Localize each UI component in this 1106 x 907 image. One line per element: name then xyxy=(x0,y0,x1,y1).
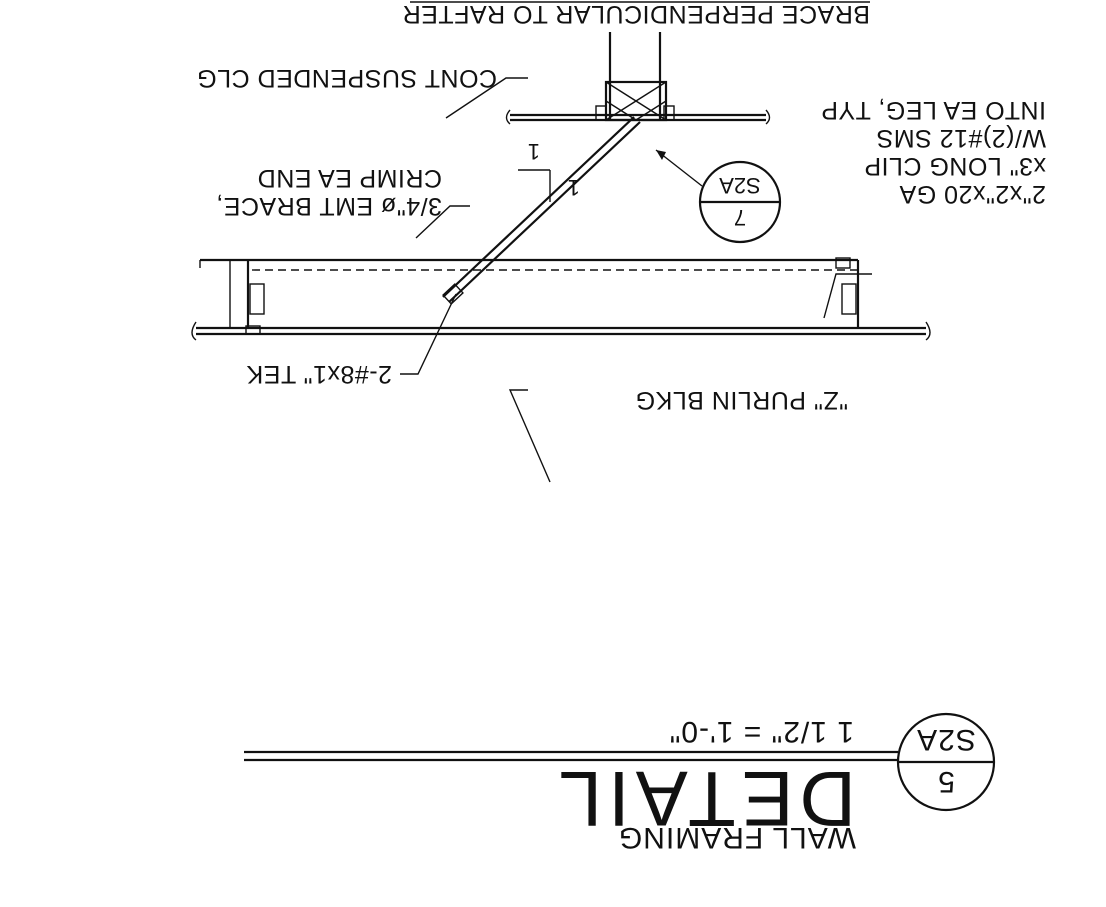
slope-indicator: 1 1 xyxy=(518,139,580,202)
callout-arrowhead xyxy=(656,150,666,160)
screws-leader xyxy=(400,293,457,375)
ceiling-leader xyxy=(445,77,528,119)
screws-label: 2-#8x1" TEK xyxy=(246,360,392,388)
rafter-block-x2 xyxy=(605,81,667,121)
title-wall-framing: WALL FRAMING xyxy=(618,821,856,854)
break-mark-left xyxy=(925,321,931,341)
ceiling-label: CONT SUSPENDED CLG xyxy=(197,64,497,92)
drawing-rotated-180: 5 S2A DETAIL WALL FRAMING 1 1/2" = 1'-0" xyxy=(191,0,1046,854)
purlin-label: "Z" PURLIN BLKG xyxy=(635,386,848,414)
callout-number: 7 xyxy=(734,205,746,230)
title-detail: DETAIL xyxy=(553,755,856,843)
slope-rise: 1 xyxy=(568,175,580,200)
detail-number: 5 xyxy=(937,765,955,798)
purlin-leader xyxy=(508,389,551,483)
brace-crimp-bottom xyxy=(442,283,464,305)
break-mark-right xyxy=(191,321,197,341)
scale-label: 1 1/2" = 1'-0" xyxy=(669,715,854,748)
z-purlin-blocking xyxy=(191,257,931,341)
ceiling-and-rafter xyxy=(505,32,771,125)
brace-label-line2: CRIMP EA END xyxy=(257,164,442,192)
callout-bubble: 7 S2A xyxy=(655,149,782,244)
emt-brace xyxy=(442,116,641,305)
brace-leader xyxy=(415,205,470,239)
detail-sheet: S2A xyxy=(916,723,976,756)
rafter-clip-left xyxy=(663,105,675,121)
clip-label-line1: 2"x2"x20 GA xyxy=(899,180,1046,208)
clip-angle-left xyxy=(835,257,851,269)
ceiling-break-right xyxy=(505,109,511,125)
clip-leader xyxy=(823,273,872,319)
clip-right xyxy=(249,283,265,315)
brace-orientation-label: BRACE PERPENDICULAR TO RAFTER xyxy=(402,0,870,28)
leaders xyxy=(400,77,872,483)
callout-sheet: S2A xyxy=(719,173,761,198)
brace-line-2 xyxy=(442,116,635,298)
clip-left xyxy=(841,283,857,315)
brace-line-1 xyxy=(448,121,641,303)
brace-label-line1: 3/4"ø EMT BRACE, xyxy=(216,192,442,220)
clip-label-line2: x3" LONG CLIP xyxy=(864,152,1046,180)
title-block: 5 S2A DETAIL WALL FRAMING 1 1/2" = 1'-0" xyxy=(244,712,996,854)
rafter-clip-right xyxy=(595,105,607,121)
clip-label-line3: W/(2)#12 SMS xyxy=(876,124,1046,152)
slope-run: 1 xyxy=(528,139,540,164)
clip-angle-right xyxy=(245,325,261,335)
annotations: BRACE PERPENDICULAR TO RAFTER CONT SUSPE… xyxy=(197,0,1046,414)
clip-label-line4: INTO EA LEG, TYP xyxy=(821,96,1046,124)
ceiling-break-left xyxy=(765,109,771,125)
